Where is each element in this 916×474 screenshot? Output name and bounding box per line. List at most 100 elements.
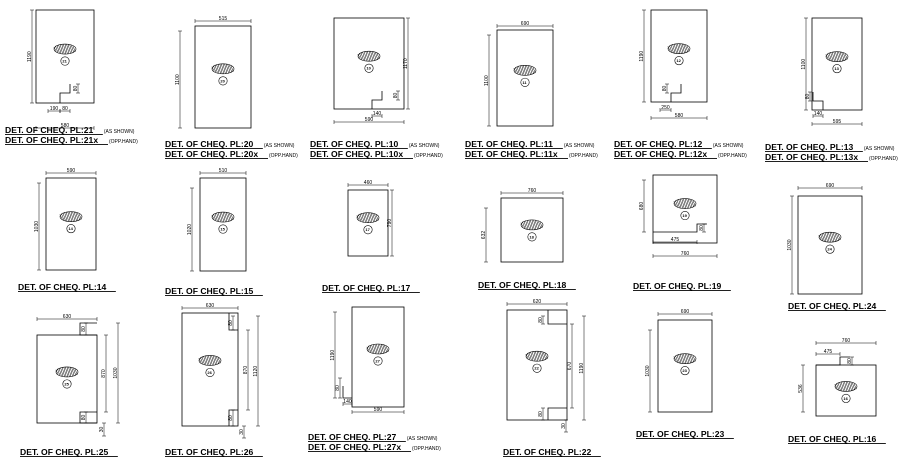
hatch-line (59, 214, 63, 219)
hatched-ellipse (825, 51, 849, 62)
hatch-line (227, 212, 231, 222)
dimension-label: 1030 (113, 367, 119, 378)
hatch-line (374, 214, 378, 222)
dimension-label: 690 (826, 183, 835, 189)
hatch-line (676, 354, 680, 363)
hatch-line (385, 346, 389, 352)
ellipse-outline (673, 198, 697, 209)
hatch-line (685, 44, 689, 53)
hatched-ellipse (53, 43, 77, 55)
detail-title: DET. OF CHEQ. PL:25 (20, 447, 109, 457)
hatch-line (229, 65, 233, 73)
hatch-line (534, 220, 538, 230)
dimension-label: 536 (798, 384, 804, 393)
plate-number-circle (841, 393, 851, 403)
ellipse-outline (513, 65, 537, 76)
hatch-line (683, 353, 687, 364)
hatch-line (221, 212, 225, 223)
hatch-line (678, 199, 682, 209)
detail-note: (AS SHOWN) (713, 143, 744, 149)
hatch-line (539, 351, 543, 361)
hatch-line (371, 344, 375, 354)
hatch-line (364, 212, 368, 223)
hatch-line (681, 43, 685, 54)
hatch-line (367, 212, 371, 223)
dimension-label: 30 (99, 427, 105, 433)
hatch-line (379, 344, 383, 354)
hatch-line (823, 232, 827, 242)
dimension-label: 80 (81, 326, 87, 332)
detail-title: DET. OF CHEQ. PL:14 (18, 282, 107, 292)
hatch-line (370, 51, 374, 62)
dimension-label: 580 (675, 113, 684, 119)
hatch-line (524, 65, 528, 76)
hatch-line (526, 65, 530, 76)
hatch-line (356, 215, 360, 220)
hatch-line (831, 51, 835, 62)
dimension-label: 620 (533, 299, 542, 305)
hatch-line (538, 351, 542, 362)
hatch-line (828, 52, 832, 61)
dimension-label: 1190 (639, 51, 645, 62)
hatch-line (829, 232, 833, 243)
ellipse-outline (53, 43, 77, 55)
hatch-line (681, 198, 685, 209)
hatch-line (366, 212, 370, 223)
plate-number: 17 (365, 227, 370, 232)
hatch-line (200, 357, 204, 364)
hatch-line (828, 232, 832, 243)
plate-outline (811, 17, 863, 111)
dimension-label: 580 (61, 123, 70, 129)
plate-outline (333, 17, 405, 110)
hatch-line (830, 52, 834, 62)
hatched-ellipse (673, 198, 697, 209)
hatch-line (61, 44, 65, 55)
hatch-line (65, 211, 69, 222)
hatch-line (361, 213, 365, 223)
hatch-line (369, 212, 373, 223)
hatch-line (836, 51, 840, 62)
plate-number: 25 (64, 381, 69, 386)
hatch-line (689, 199, 693, 208)
hatch-line (214, 64, 218, 73)
hatch-line (692, 355, 696, 362)
hatch-line (61, 367, 65, 377)
hatch-line (839, 51, 843, 62)
hatch-line (71, 367, 75, 377)
hatch-line (533, 351, 537, 362)
hatch-line (211, 66, 215, 72)
hatch-line (74, 369, 78, 375)
hatch-line (686, 45, 690, 52)
plate-number-circle (674, 56, 684, 66)
detail-title: DET. OF CHEQ. PL:16 (788, 434, 877, 444)
dimension-label: 460 (364, 180, 373, 186)
dimension-label: 1100 (484, 75, 490, 86)
hatch-line (217, 212, 221, 222)
plate-number: 22 (534, 366, 539, 371)
plate-outline (506, 309, 568, 421)
dimension-label: 80 (73, 86, 79, 92)
hatch-line (63, 366, 67, 377)
dimension-label: 870 (243, 366, 249, 375)
hatch-line (845, 381, 849, 392)
notch (79, 411, 97, 424)
hatch-line (539, 222, 543, 228)
hatch-line (692, 200, 696, 207)
hatch-line (689, 354, 693, 363)
hatch-line (824, 232, 828, 242)
hatch-line (541, 351, 545, 361)
hatch-line (684, 353, 688, 364)
dimension-label: 680 (639, 202, 645, 211)
hatch-line (72, 211, 76, 222)
plate-number-circle (532, 363, 542, 373)
hatch-line (513, 68, 517, 73)
hatch-line (832, 232, 836, 242)
detail-title: DET. OF CHEQ. PL:20 (165, 139, 254, 149)
hatched-ellipse (834, 381, 858, 392)
dimension-label: 80 (847, 358, 853, 364)
dimension-label: 1190 (579, 363, 585, 374)
plate-number-circle (373, 356, 383, 366)
